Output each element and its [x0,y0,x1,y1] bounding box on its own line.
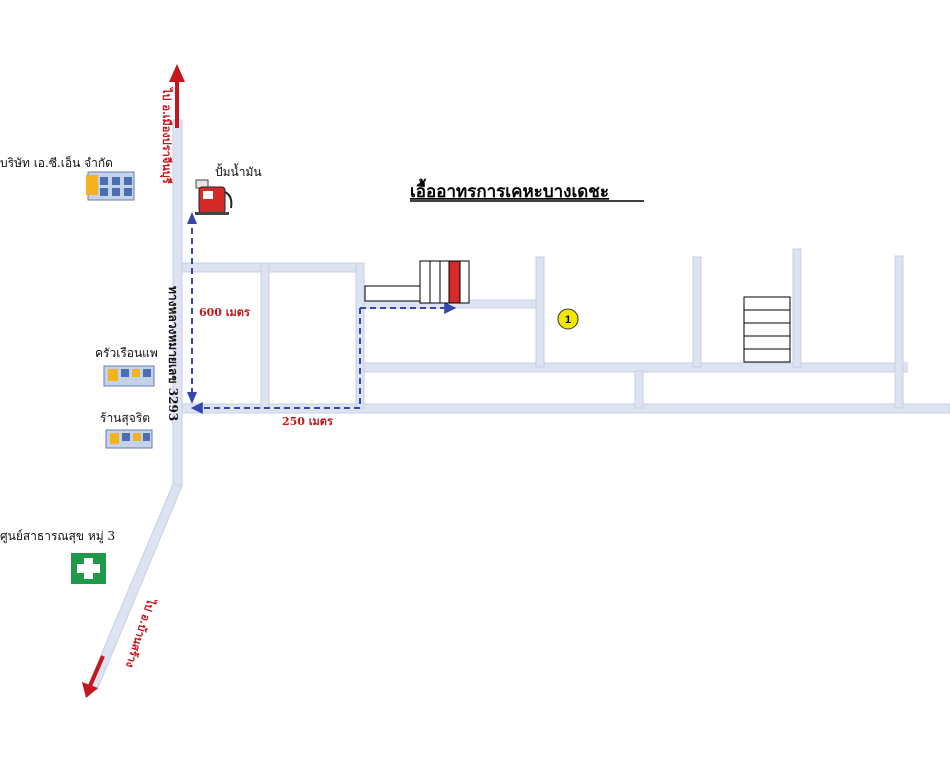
gas-station-landmark: ปั้มน้ำมัน [195,163,262,215]
company-label: บริษัท เอ.ซี.เอ็น จำกัด [0,155,113,170]
highway-road-south [87,483,183,691]
north-arrow [169,64,185,128]
restaurant-label: ครัวเรือนแพ [95,346,158,360]
route-path [187,212,457,414]
map-title: เอื้ออาทรการเคหะบางเดชะ [410,178,609,202]
soi-road-top [181,262,363,273]
soi-vertical-6 [894,255,904,409]
highway-label: ทางหลวงหมายเลข 3293 [166,286,180,421]
south-arrow [82,655,105,698]
soi-vertical-5 [792,248,802,368]
gas-pump-icon [195,179,233,215]
soi-vertical-2 [355,262,365,409]
health-cross-icon [71,553,106,584]
shop-landmark: ร้านสุจริต [100,411,153,449]
shop-icon [105,429,153,449]
marker-number: 1 [565,314,571,326]
soi-vertical-3 [535,256,545,368]
main-soi-road [181,403,950,414]
soi-vertical-4 [692,256,702,368]
housing-building-east [743,296,791,363]
soi-vertical-7 [634,370,644,409]
health-center-label: ศูนย์สาธารณสุข หมู่ 3 [0,529,115,544]
distance-vertical-label: 600 เมตร [199,306,250,319]
shop-label: ร้านสุจริต [100,411,150,426]
restaurant-landmark: ครัวเรือนแพ [95,346,158,387]
company-landmark: บริษัท เอ.ซี.เอ็น จำกัด [0,155,135,201]
north-direction-label: ไป อ.เมืองปราจีนบุรี [159,86,174,184]
soi-vertical-1 [260,262,270,409]
location-marker: 1 [557,308,579,330]
building-icon [86,171,135,201]
distance-horizontal-label: 250 เมตร [282,415,333,428]
restaurant-icon [103,365,155,387]
gas-station-label: ปั้มน้ำมัน [215,163,262,179]
housing-building-main [364,260,470,304]
health-center-landmark: ศูนย์สาธารณสุข หมู่ 3 [0,529,115,584]
